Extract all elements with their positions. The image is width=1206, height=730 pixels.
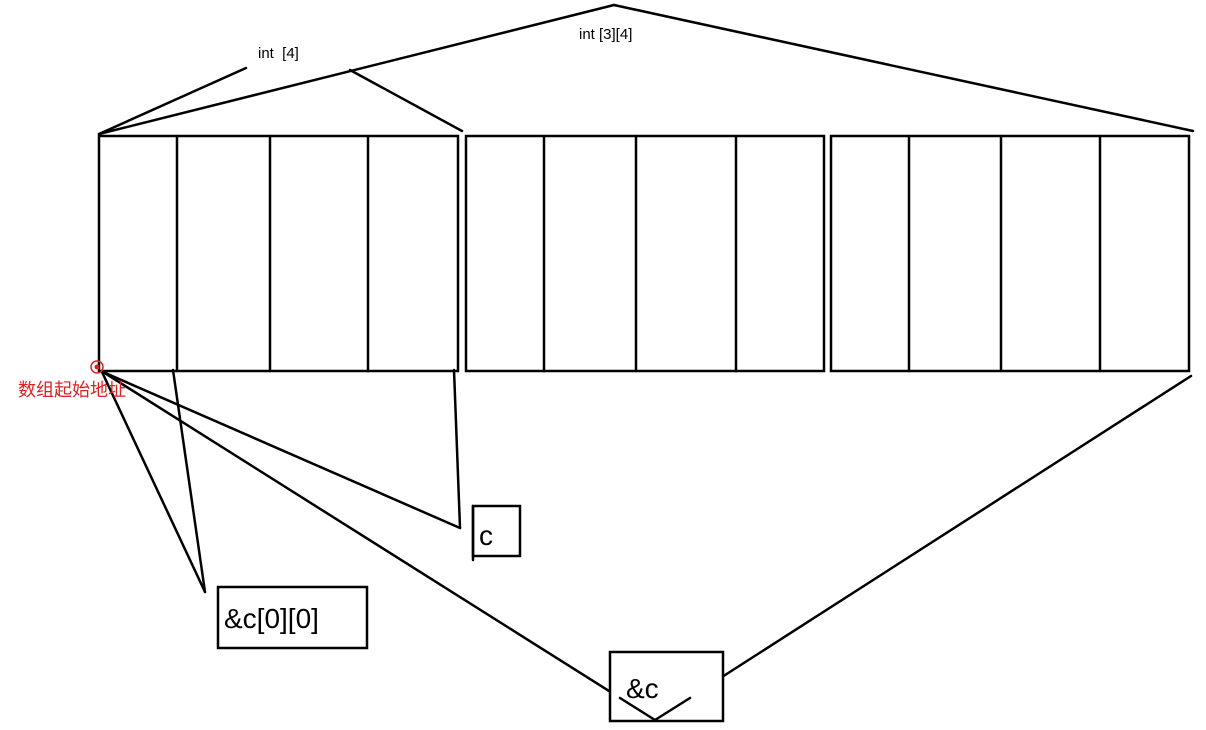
c-label: c xyxy=(479,520,493,551)
array-row-2 xyxy=(829,134,1191,373)
first-element-label: &c[0][0] xyxy=(224,603,319,634)
array-type-label: int [3][4] xyxy=(579,26,632,43)
pointer-lines xyxy=(100,368,1193,722)
address-of-c-label: &c xyxy=(626,673,659,704)
row-type-label: int [4] xyxy=(258,45,299,62)
start-address-label: 数组起始地址 xyxy=(18,380,126,401)
row-type-brace xyxy=(97,66,464,136)
array-row-1 xyxy=(464,134,826,373)
start-address-marker xyxy=(90,360,104,374)
array-row-0 xyxy=(97,134,460,373)
array-type-brace xyxy=(97,3,1195,136)
row-2-outline xyxy=(829,134,1191,373)
first-element-label-box xyxy=(216,585,369,650)
address-of-c-label-box xyxy=(608,650,725,723)
start-address-dot xyxy=(90,360,104,374)
row-1-outline xyxy=(464,134,826,373)
row-0-outline xyxy=(97,134,460,373)
